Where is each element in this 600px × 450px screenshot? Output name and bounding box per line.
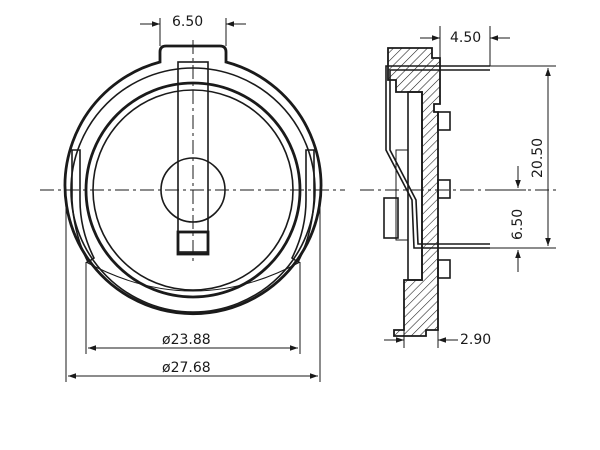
boss-mid [437,179,451,199]
boss-bottom [437,259,451,279]
bottom-shoulder [85,261,301,292]
base-thickness-label: 2.90 [460,332,491,348]
slot-width-label: 6.50 [172,14,203,30]
left-clip [71,149,96,264]
right-clip [290,149,315,264]
outer-diameter-label: ø27.68 [162,360,211,376]
inner-plate-mid [395,149,409,241]
pin-spacing-label: 6.50 [510,209,526,240]
pin-span-label: 20.50 [530,138,546,178]
outer-housing-outline [63,44,323,315]
inner-diameter-label: ø23.88 [162,332,211,348]
contact-spring-inner [389,69,490,245]
inner-plate [407,91,423,281]
pin-offset-label: 4.50 [450,30,481,46]
front-view: 6.50 ø23.88 ø27.68 [40,14,345,382]
battery-edge [383,197,399,239]
housing-section [387,47,441,337]
boss-top [437,111,451,131]
side-view: 4.50 20.50 6.50 2.90 [360,26,560,348]
contact-spring [385,65,490,249]
